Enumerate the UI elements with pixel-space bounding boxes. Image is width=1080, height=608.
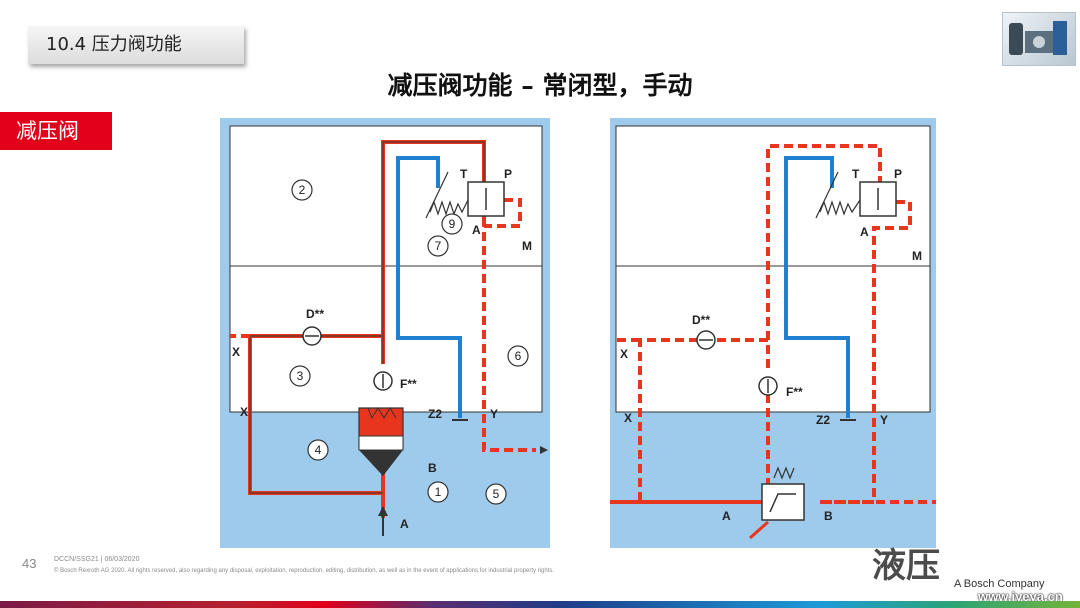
label-f: F** [786,385,803,399]
callout-5: 5 [493,487,500,501]
port-label-x-bottom: X [624,411,632,425]
port-label-b: B [824,509,833,523]
page-number: 43 [22,556,37,571]
product-logo-image [1002,12,1076,66]
port-label-b: B [428,461,437,475]
label-f: F** [400,377,417,391]
bosch-tagline: A Bosch Company [954,578,1045,590]
brand-color-bar [0,601,1080,608]
label-d: D** [306,307,324,321]
port-label-z2: Z2 [816,413,830,427]
port-label-a-bottom: A [400,517,409,531]
port-label-m: M [522,239,532,253]
adjustable-spring [429,199,469,216]
port-label-z2: Z2 [428,407,442,421]
port-label-t: T [460,167,468,181]
callout-6: 6 [515,349,522,363]
callout-7: 7 [435,239,442,253]
callout-4: 4 [315,443,322,457]
port-label-m: M [912,249,922,263]
callout-9: 9 [449,217,456,231]
adjustable-spring [819,199,861,216]
watermark-url: www.iyeya.cn [978,589,1063,604]
port-label-a-bottom: A [722,509,731,523]
watermark-text: 液压 [872,546,940,586]
port-label-x-top: X [620,347,628,361]
label-d: D** [692,313,710,327]
valve-product-icon [1009,21,1067,55]
port-label-a-top: A [472,223,481,237]
footer-copyright: © Bosch Rexroth AG 2020. All rights rese… [54,568,555,574]
section-tab: 10.4 压力阀功能 [28,26,244,64]
right-valve-diagram: T P A M D** F** X X Z2 Y A B [610,118,936,548]
port-label-y: Y [490,407,498,421]
port-label-y: Y [880,413,888,427]
spool-cone [359,450,403,476]
port-label-t: T [852,167,860,181]
reducing-valve-symbol [761,483,805,521]
callout-2: 2 [299,183,306,197]
topic-tag: 减压阀 [0,112,112,150]
callout-3: 3 [297,369,304,383]
left-valve-diagram: 2 9 7 3 6 4 1 5 T P A M D** F** X X Z2 Y… [220,118,550,548]
footer-meta: DCCN/SSG21 | 06/03/2020 [54,556,140,563]
slide-title: 减压阀功能 – 常闭型，手动 [387,71,693,100]
port-label-a-top: A [860,225,869,239]
port-label-x-bottom: X [240,405,248,419]
callout-1: 1 [435,485,442,499]
port-label-x-top: X [232,345,240,359]
cover-panel [229,125,543,413]
cover-panel [615,125,931,413]
port-label-p: P [504,167,512,181]
port-label-p: P [894,167,902,181]
